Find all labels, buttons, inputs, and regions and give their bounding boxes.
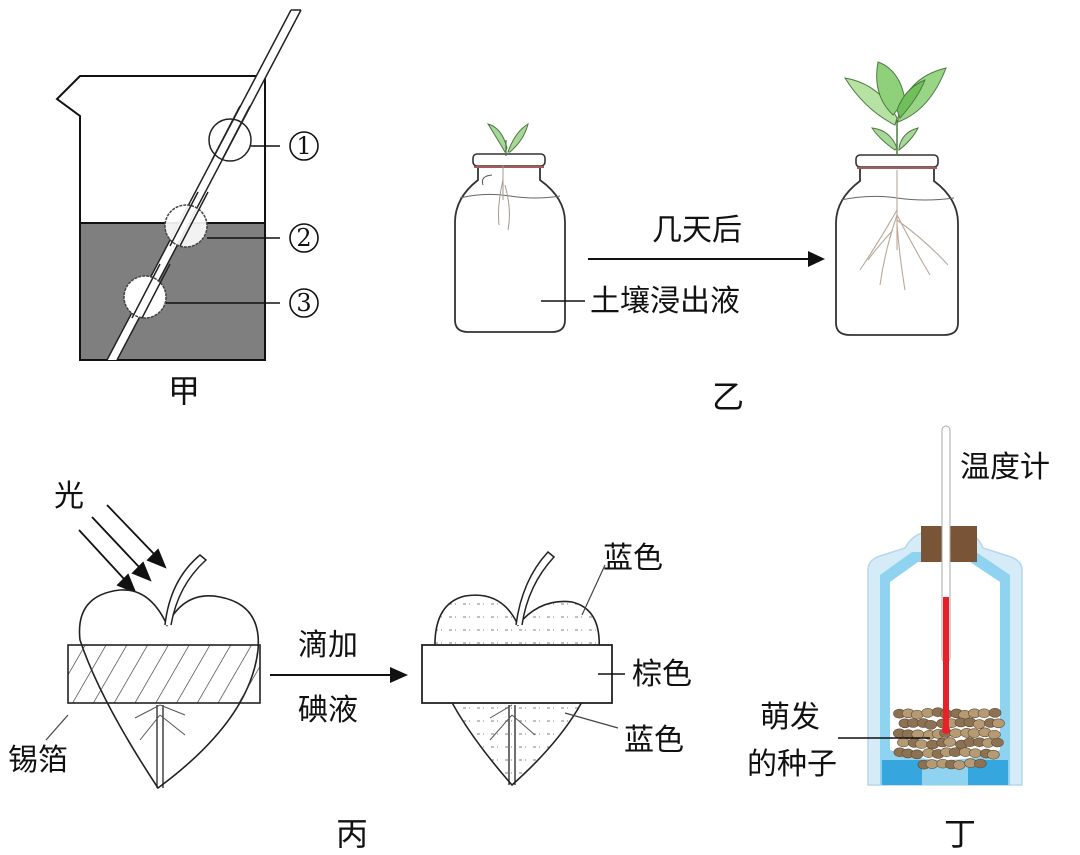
seed bbox=[988, 708, 1002, 718]
seedling-large bbox=[843, 61, 947, 155]
roots bbox=[859, 170, 949, 291]
label-blue-bottom: 蓝色 bbox=[624, 723, 684, 758]
marker-circle-3 bbox=[123, 275, 167, 319]
seed bbox=[915, 739, 928, 749]
label-blue-top: 蓝色 bbox=[603, 541, 663, 576]
seed bbox=[987, 749, 1000, 760]
seed bbox=[974, 758, 987, 769]
seed bbox=[988, 729, 1001, 740]
label-light: 光 bbox=[54, 479, 84, 514]
seed bbox=[943, 737, 957, 747]
marker-circle-1 bbox=[208, 118, 252, 162]
marker-label-2: 2 bbox=[289, 223, 319, 253]
panel-ding: 温度计 萌发 的种子 丁 bbox=[747, 425, 1050, 853]
arrowhead-icon bbox=[808, 251, 825, 267]
seed bbox=[952, 760, 966, 770]
marker-label-3: 3 bbox=[289, 288, 319, 318]
caption-bing: 丙 bbox=[336, 815, 368, 853]
label-drip-add: 滴加 bbox=[298, 628, 358, 663]
svg-text:2: 2 bbox=[296, 224, 311, 252]
label-germinating-line1: 萌发 bbox=[760, 700, 820, 735]
seed bbox=[972, 719, 986, 729]
jar-after bbox=[835, 61, 959, 336]
light-rays-icon bbox=[78, 504, 167, 594]
leaf-before bbox=[67, 554, 261, 790]
mercury-column bbox=[943, 597, 949, 727]
seed bbox=[910, 709, 924, 720]
panel-jia: 1 2 3 甲 bbox=[55, 9, 319, 410]
seed bbox=[967, 728, 981, 738]
seed bbox=[910, 749, 924, 760]
caption-ding: 丁 bbox=[944, 815, 976, 853]
label-tin-foil: 锡箔 bbox=[8, 743, 68, 778]
label-soil-extract: 土壤浸出液 bbox=[590, 284, 740, 319]
seedling-small bbox=[486, 122, 529, 156]
seed bbox=[924, 719, 938, 730]
label-thermometer: 温度计 bbox=[960, 450, 1050, 485]
thermometer bbox=[941, 425, 951, 734]
seed bbox=[949, 728, 962, 738]
seed bbox=[969, 748, 982, 758]
seed bbox=[977, 708, 991, 719]
svg-text:1: 1 bbox=[296, 132, 311, 160]
panel-yi: 几天后 土壤浸出液 bbox=[454, 61, 959, 416]
tin-foil-strip bbox=[67, 644, 261, 704]
seed bbox=[991, 737, 1004, 748]
leaf-after bbox=[421, 550, 613, 787]
beaker-outline bbox=[55, 75, 266, 361]
seed bbox=[925, 759, 939, 769]
caption-yi: 乙 bbox=[712, 378, 744, 416]
svg-text:3: 3 bbox=[296, 289, 311, 317]
jar-before bbox=[454, 122, 566, 333]
seed bbox=[992, 718, 1005, 729]
seeds bbox=[893, 707, 1005, 770]
seed bbox=[897, 737, 910, 748]
panel-bing: 光 锡箔 滴加 碘液 bbox=[8, 479, 692, 853]
arrowhead-icon bbox=[390, 667, 408, 683]
covered-region bbox=[421, 644, 613, 704]
label-iodine: 碘液 bbox=[298, 693, 358, 728]
label-germinating-line2: 的种子 bbox=[747, 747, 837, 782]
marker-circle-2 bbox=[164, 204, 208, 248]
label-days-later: 几天后 bbox=[652, 213, 742, 248]
caption-jia: 甲 bbox=[168, 372, 200, 410]
label-brown: 棕色 bbox=[632, 657, 692, 692]
marker-label-1: 1 bbox=[289, 131, 319, 161]
